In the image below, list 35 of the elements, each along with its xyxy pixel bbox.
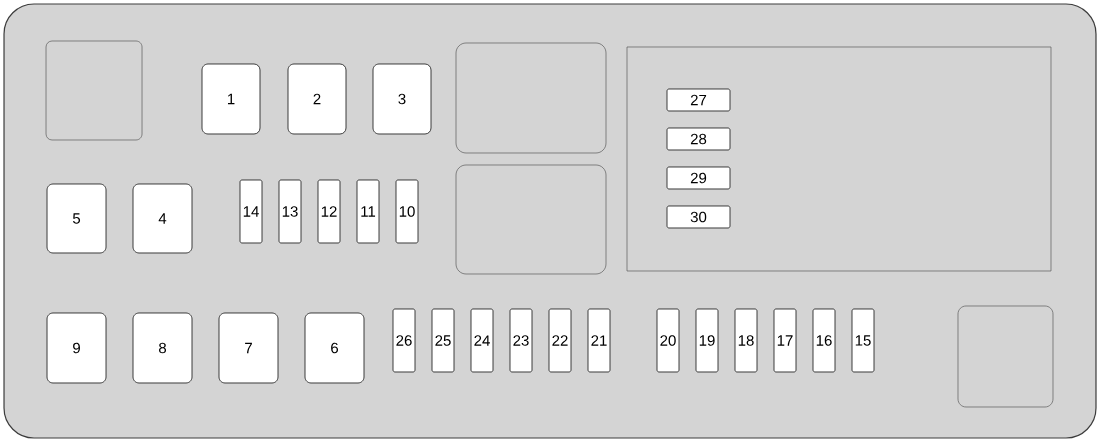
fuse: 7 xyxy=(218,312,279,384)
fuse: 27 xyxy=(666,88,731,112)
fuse: 23 xyxy=(509,308,533,373)
fuse: 16 xyxy=(812,308,836,373)
fuse: 11 xyxy=(356,179,380,244)
fuse: 28 xyxy=(666,127,731,151)
fuse: 18 xyxy=(734,308,758,373)
fuse: 4 xyxy=(132,183,193,254)
fuse: 2 xyxy=(287,63,347,135)
fuse: 25 xyxy=(431,308,455,373)
fuse: 14 xyxy=(239,179,263,244)
fuse: 29 xyxy=(666,166,731,190)
empty-slot xyxy=(45,40,143,141)
fuse: 24 xyxy=(470,308,494,373)
fuse: 30 xyxy=(666,205,731,229)
empty-slot xyxy=(957,305,1054,408)
fuse: 22 xyxy=(548,308,572,373)
fuse: 9 xyxy=(46,312,107,384)
fuse: 20 xyxy=(656,308,680,373)
fuse: 5 xyxy=(46,183,107,254)
panel-outline xyxy=(626,46,1052,272)
fuse: 15 xyxy=(851,308,875,373)
fuse: 8 xyxy=(132,312,193,384)
fuse: 21 xyxy=(587,308,611,373)
empty-slot xyxy=(455,42,607,154)
fuse: 13 xyxy=(278,179,302,244)
fuse: 1 xyxy=(201,63,261,135)
fuse: 6 xyxy=(304,312,365,384)
fuse: 3 xyxy=(372,63,432,135)
fuse: 17 xyxy=(773,308,797,373)
empty-slot xyxy=(455,164,607,275)
fuse: 26 xyxy=(392,308,416,373)
fuse: 12 xyxy=(317,179,341,244)
fuse: 19 xyxy=(695,308,719,373)
fuse: 10 xyxy=(395,179,419,244)
